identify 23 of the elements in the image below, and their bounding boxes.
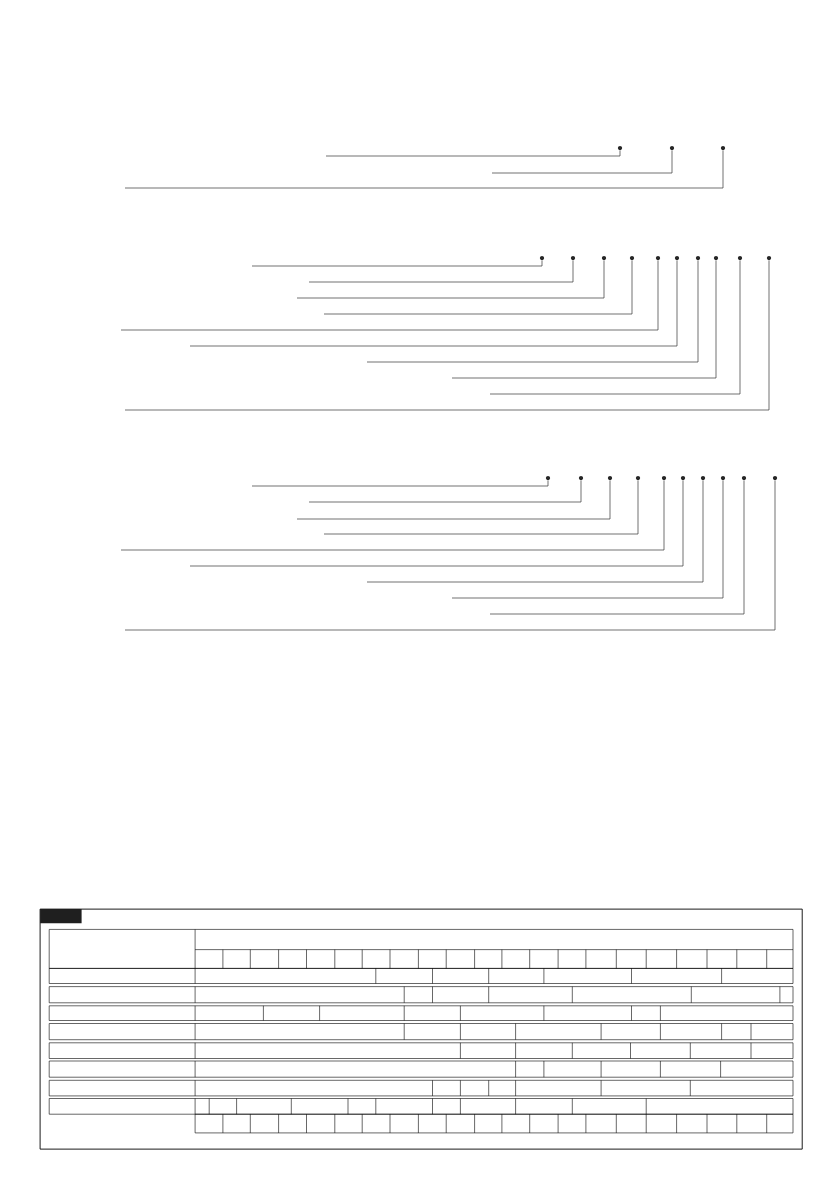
leader-line [251,259,543,267]
leader-line [120,479,665,551]
leader-line [296,259,605,299]
leader-line [189,259,678,347]
leader-line [308,259,574,283]
leader-line [325,149,621,157]
leader-line [120,259,659,331]
leader-line [451,479,724,599]
leader-line [451,259,717,379]
leader-line [296,479,611,520]
leader-line [308,479,582,503]
leader-line [323,479,639,535]
leader-line [366,479,704,583]
leader-line [489,259,741,395]
leader-line [251,479,549,487]
leader-line [124,479,776,631]
leader-line [323,259,633,315]
leader-line [366,259,699,363]
leader-line [491,149,673,174]
leader-line [124,149,724,189]
leader-line [124,259,770,411]
leader-line [189,479,684,567]
leader-line [489,479,745,615]
